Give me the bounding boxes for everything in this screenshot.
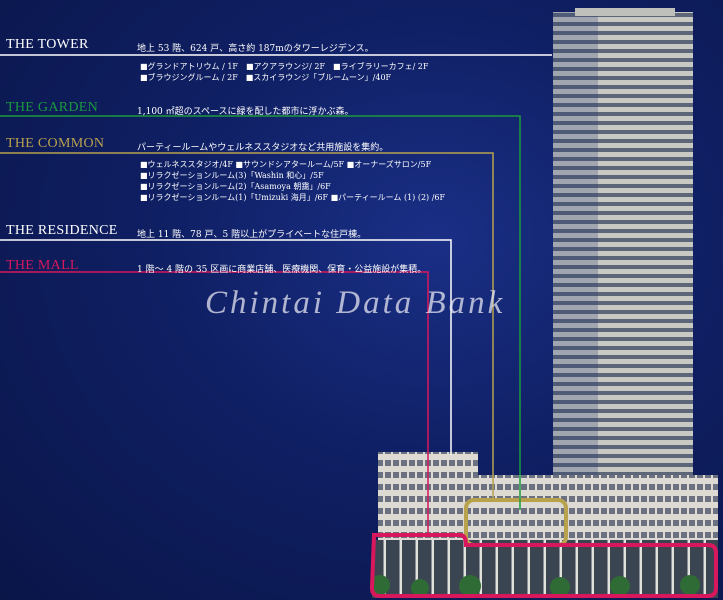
residence-title: THE RESIDENCE <box>6 223 118 238</box>
common-title: THE COMMON <box>6 136 105 151</box>
mall-highlight <box>369 533 718 598</box>
common-facilities: ■ウェルネススタジオ/4F ■サウンドシアタールーム/5F ■オーナーズサロン/… <box>140 159 445 203</box>
common-desc: パーティールームやウェルネススタジオなど共用施設を集約。 <box>137 143 389 153</box>
tower-facilities: ■グランドアトリウム / 1F ■アクアラウンジ/ 2F ■ライブラリーカフェ/… <box>140 61 428 83</box>
mall-title: THE MALL <box>6 258 79 273</box>
mall-leader <box>0 271 429 535</box>
facility-line: ■リラクゼーションルーム(2)「Asamoya 朝靄」/6F <box>140 182 331 191</box>
tower-title: THE TOWER <box>6 37 89 52</box>
garden-title: THE GARDEN <box>6 100 99 115</box>
facility-line: ■リラクゼーションルーム(3)「Washin 和心」/5F <box>140 171 324 180</box>
common-leader <box>0 152 494 500</box>
facility-line: ■リラクゼーションルーム(1)「Umizuki 海月」/6F ■パーティールーム… <box>140 193 446 202</box>
facility-line: ■ブラウジングルーム / 2F ■スカイラウンジ「ブルームーン」/40F <box>140 73 392 82</box>
residence-desc: 地上 11 階、78 戸、5 階以上がプライベートな住戸棟。 <box>137 230 367 240</box>
mall-block <box>372 540 718 598</box>
garden-desc: 1,100 ㎡超のスペースに緑を配した都市に浮かぶ森。 <box>137 107 354 117</box>
facility-line: ■グランドアトリウム / 1F ■アクアラウンジ/ 2F ■ライブラリーカフェ/… <box>140 62 429 71</box>
mall-desc: 1 階～ 4 階の 35 区画に商業店舗、医療機関、保育・公益施設が集積。 <box>137 265 427 275</box>
tower-body <box>553 12 693 482</box>
watermark: Chintai Data Bank <box>205 285 506 321</box>
facility-line: ■ウェルネススタジオ/4F ■サウンドシアタールーム/5F ■オーナーズサロン/… <box>140 160 432 169</box>
residence-leader <box>0 239 452 455</box>
garden-leader <box>0 115 521 510</box>
tower-desc: 地上 53 階、624 戸、高さ約 187mのタワーレジデンス。 <box>137 44 374 54</box>
